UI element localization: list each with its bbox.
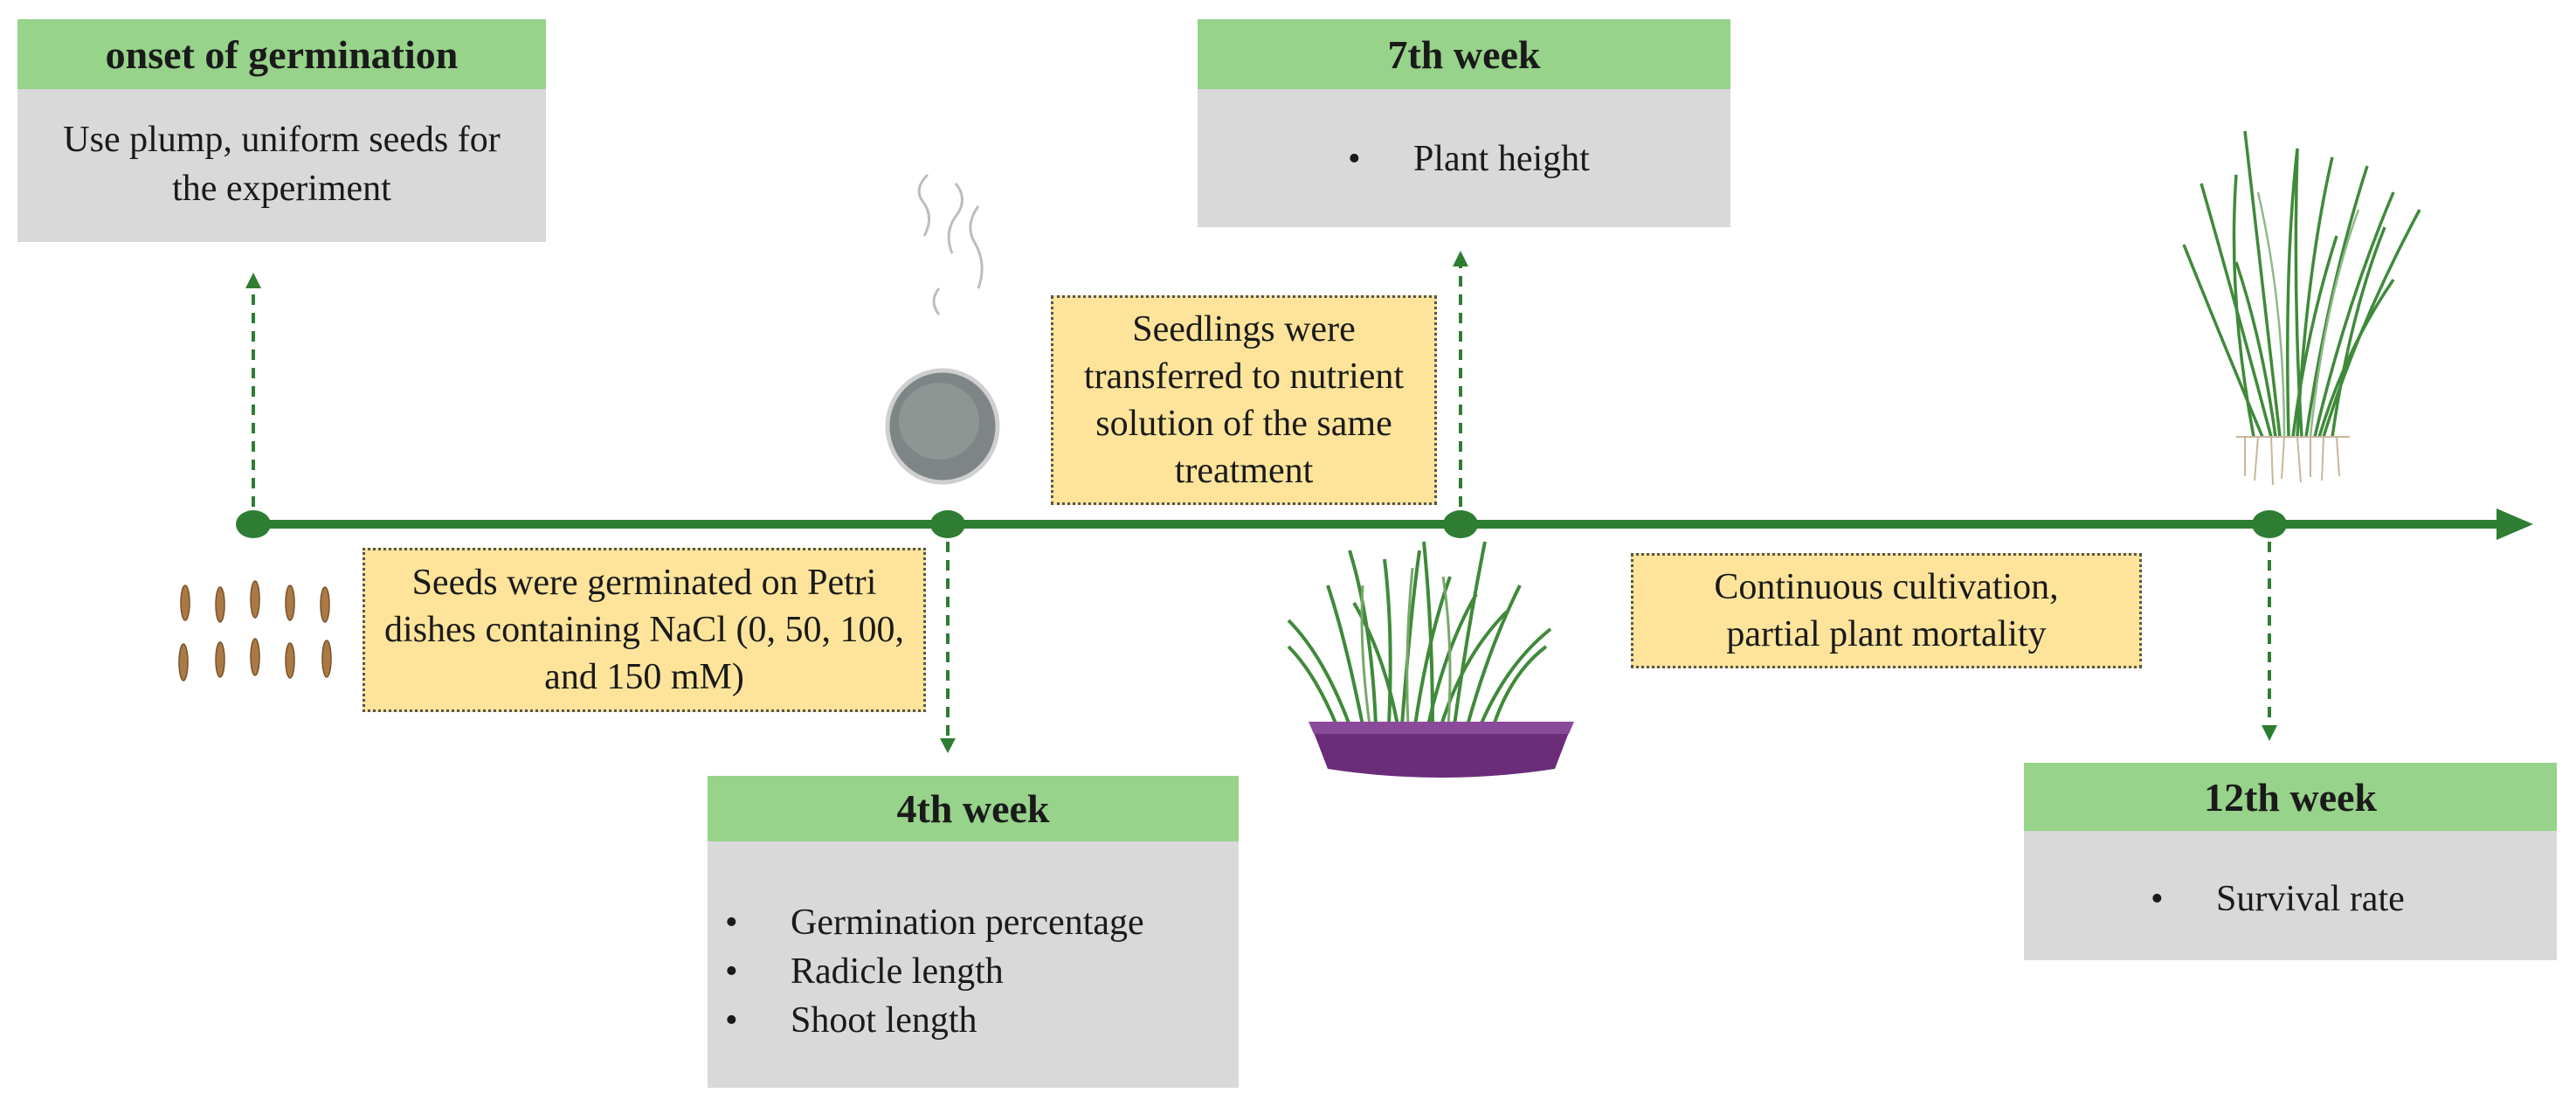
note-germinated: Seeds were germinated on Petri dishes co… [363, 548, 926, 712]
petri-dish-icon [885, 173, 1000, 485]
connector-week12-arrowhead [2262, 725, 2277, 741]
stage-week12: 12th week Survival rate [2024, 763, 2557, 960]
stage-week4: 4th week Germination percentage Radicle … [708, 776, 1239, 1088]
stage-onset-text: Use plump, uniform seeds for the experim… [17, 89, 546, 242]
stage-week7-item: Plant height [1330, 135, 1730, 183]
stage-week7-title: 7th week [1198, 19, 1730, 89]
grass-clump-icon [2182, 130, 2421, 486]
connector-week7-arrowhead [1453, 251, 1468, 266]
stage-week12-body: Survival rate [2024, 831, 2557, 960]
connector-onset-arrowhead [245, 273, 261, 288]
timeline-node-week7 [1443, 510, 1478, 538]
timeline-node-week12 [2252, 510, 2287, 538]
note-transferred: Seedlings were transferred to nutrient s… [1051, 295, 1437, 505]
stage-week4-body: Germination percentage Radicle length Sh… [708, 841, 1239, 1088]
note-cultivation: Continuous cultivation, partial plant mo… [1631, 553, 2142, 668]
seedling-tray-icon [1287, 541, 1574, 778]
timeline-node-onset [236, 510, 271, 538]
timeline-arrowhead [2497, 508, 2533, 540]
timeline-node-week4 [930, 510, 965, 538]
stage-week4-item: Shoot length [708, 996, 1239, 1045]
stage-onset: onset of germination Use plump, uniform … [17, 19, 546, 242]
stage-week7: 7th week Plant height [1198, 19, 1730, 227]
stage-week12-title: 12th week [2024, 763, 2557, 831]
stage-week4-item: Radicle length [708, 947, 1239, 996]
stage-week4-item: Germination percentage [708, 898, 1239, 947]
stage-week4-title: 4th week [708, 776, 1239, 841]
seeds-icon [178, 580, 332, 681]
stage-week12-item: Survival rate [2133, 875, 2557, 924]
stage-onset-title: onset of germination [17, 19, 546, 89]
connector-week4-arrowhead [940, 738, 956, 753]
stage-week7-body: Plant height [1198, 89, 1730, 227]
